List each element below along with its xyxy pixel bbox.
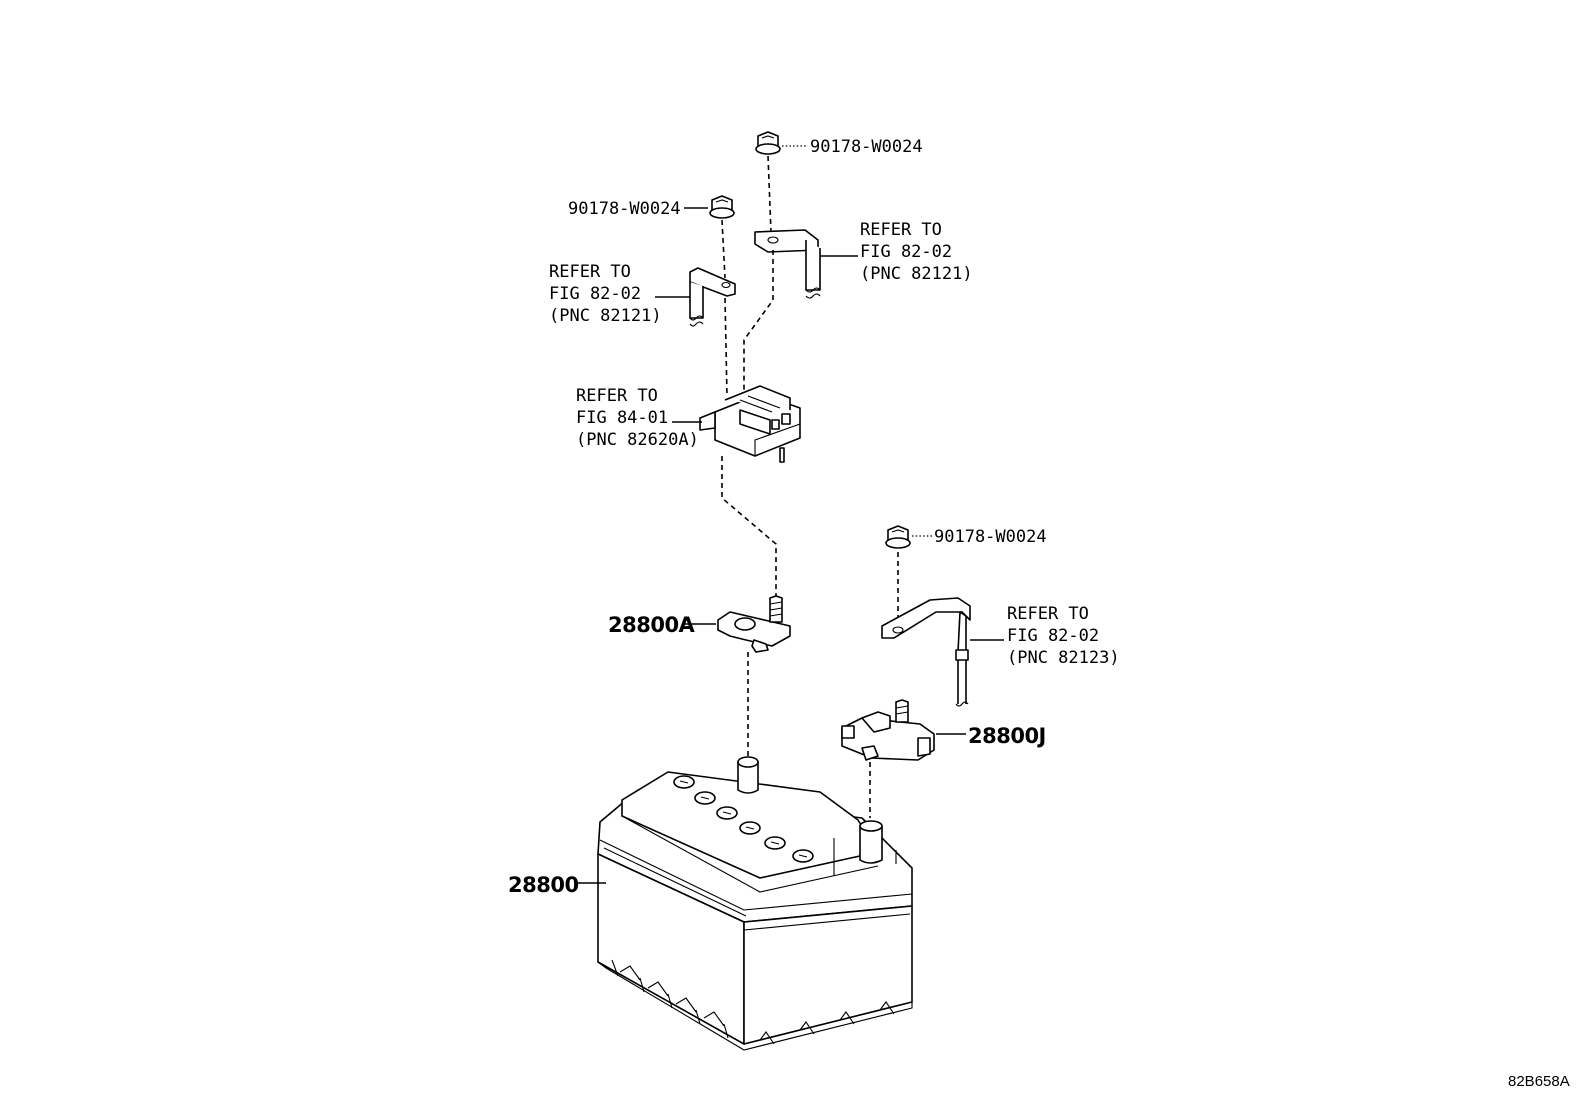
nut-left-icon[interactable] xyxy=(709,195,735,219)
ground-cable-bracket-icon[interactable] xyxy=(881,597,971,707)
part-number-nut-top[interactable]: 90178-W0024 xyxy=(810,137,923,157)
ref-note-top-right[interactable]: REFER TO FIG 82-02 (PNC 82121) xyxy=(860,220,973,284)
vent-caps xyxy=(673,775,814,863)
assembly-line-left-nut xyxy=(721,219,726,279)
ref-note-top-left[interactable]: REFER TO FIG 82-02 (PNC 82121) xyxy=(549,262,662,326)
ref-note-fuse-block[interactable]: REFER TO FIG 84-01 (PNC 82620A) xyxy=(576,386,699,450)
svg-text:REFER TO: REFER TO xyxy=(860,220,942,240)
ref-note-ground-cable[interactable]: REFER TO FIG 82-02 (PNC 82123) xyxy=(1007,604,1120,668)
svg-text:(PNC 82121): (PNC 82121) xyxy=(860,264,973,284)
part-number-nut-left[interactable]: 90178-W0024 xyxy=(568,199,681,219)
terminal-positive-icon[interactable] xyxy=(717,595,791,653)
terminal-negative-icon[interactable] xyxy=(841,699,935,761)
part-number-terminal-positive[interactable]: 28800A xyxy=(608,613,696,637)
assembly-line-top-to-fuse xyxy=(743,250,774,396)
nut-top-icon[interactable] xyxy=(755,131,781,155)
svg-text:(PNC 82620A): (PNC 82620A) xyxy=(576,430,699,450)
bracket-top-right-icon[interactable] xyxy=(754,229,821,299)
svg-text:(PNC 82123): (PNC 82123) xyxy=(1007,648,1120,668)
svg-text:REFER TO: REFER TO xyxy=(549,262,631,282)
assembly-line-fuse-to-terminal xyxy=(721,456,777,596)
svg-text:FIG 82-02: FIG 82-02 xyxy=(549,284,641,304)
nut-right-icon[interactable] xyxy=(885,525,911,549)
svg-text:REFER TO: REFER TO xyxy=(576,386,658,406)
svg-text:FIG 84-01: FIG 84-01 xyxy=(576,408,668,428)
svg-text:(PNC 82121): (PNC 82121) xyxy=(549,306,662,326)
svg-text:FIG 82-02: FIG 82-02 xyxy=(860,242,952,262)
assembly-line-left-to-fuse xyxy=(724,297,728,397)
part-number-nut-right[interactable]: 90178-W0024 xyxy=(934,527,1047,547)
part-number-terminal-negative[interactable]: 28800J xyxy=(968,724,1046,748)
assembly-line-top-nut xyxy=(767,155,772,233)
part-number-battery[interactable]: 28800 xyxy=(508,873,579,897)
bracket-top-left-icon[interactable] xyxy=(689,267,736,327)
svg-text:FIG 82-02: FIG 82-02 xyxy=(1007,626,1099,646)
svg-text:REFER TO: REFER TO xyxy=(1007,604,1089,624)
battery-icon[interactable] xyxy=(597,756,913,1051)
fuse-block-icon[interactable] xyxy=(699,385,801,463)
figure-id: 82B658A xyxy=(1508,1073,1570,1090)
